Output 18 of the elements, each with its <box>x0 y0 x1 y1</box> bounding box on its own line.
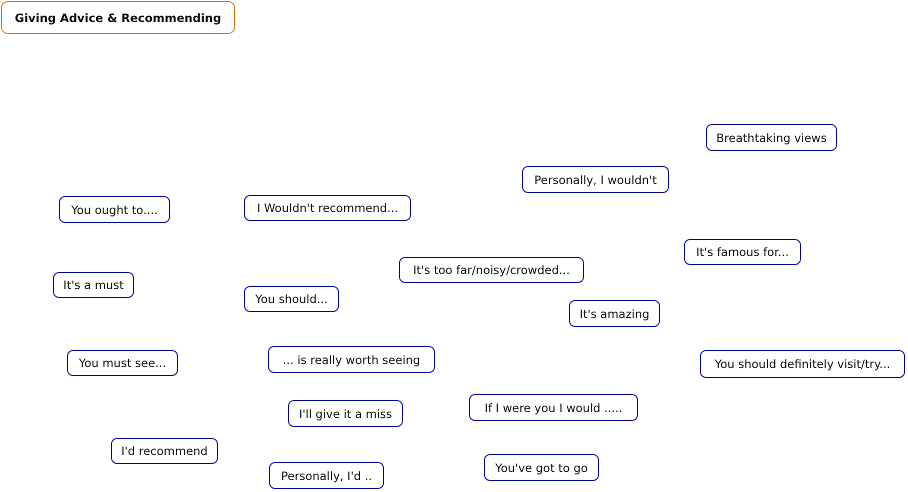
phrase-box: You should... <box>244 286 339 312</box>
phrase-box: I Wouldn't recommend... <box>244 195 411 221</box>
phrase-box: You ought to.... <box>59 196 170 223</box>
phrase-box: You must see... <box>67 350 178 376</box>
phrase-box: I'd recommend <box>111 438 218 464</box>
phrase-box: You've got to go <box>484 454 599 481</box>
phrase-box: I'll give it a miss <box>288 400 403 427</box>
phrase-box: It's amazing <box>569 300 660 327</box>
phrase-box: It's famous for... <box>684 239 801 265</box>
phrase-box: It's a must <box>53 272 134 298</box>
phrase-box: You should definitely visit/try... <box>700 350 905 378</box>
phrase-box: Breathtaking views <box>706 124 837 151</box>
phrase-box: If I were you I would ..... <box>469 394 638 421</box>
title-box: Giving Advice & Recommending <box>1 1 235 34</box>
phrase-box: Personally, I wouldn't <box>522 166 669 193</box>
phrase-box: ... is really worth seeing <box>268 346 435 373</box>
phrase-box: Personally, I'd .. <box>269 462 384 489</box>
phrase-box: It's too far/noisy/crowded... <box>399 257 584 283</box>
